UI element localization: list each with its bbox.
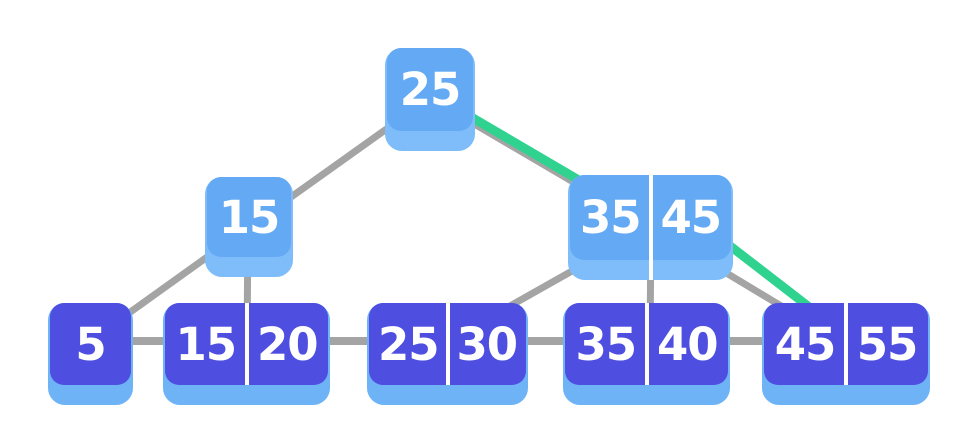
node-internal-right-key-0: 35 xyxy=(579,191,642,244)
node-leaf-1: 5 xyxy=(48,303,133,405)
node-leaf-3-key-0: 25 xyxy=(377,317,440,371)
node-leaf-5: 45 55 xyxy=(762,303,930,405)
node-root-body: 25 xyxy=(387,48,473,131)
node-leaf-2-key-0: 15 xyxy=(175,317,237,371)
node-internal-left: 15 xyxy=(205,177,293,277)
node-internal-right: 35 45 xyxy=(568,175,733,280)
node-leaf-3: 25 30 xyxy=(367,303,528,405)
node-root-key-0: 25 xyxy=(399,63,462,116)
node-leaf-4-key-1: 40 xyxy=(656,317,719,371)
node-leaf-2-key-1: 20 xyxy=(256,317,319,371)
node-leaf-1-body: 5 xyxy=(50,303,131,385)
node-leaf-4-key-0: 35 xyxy=(575,317,637,371)
node-leaf-5-key-1: 55 xyxy=(856,317,919,371)
node-leaf-3-key-1: 30 xyxy=(456,317,518,371)
key-divider xyxy=(644,303,649,385)
key-divider xyxy=(844,303,848,385)
node-leaf-5-key-0: 45 xyxy=(774,317,837,371)
node-root: 25 xyxy=(385,48,475,151)
key-divider xyxy=(445,303,450,385)
node-internal-left-key-0: 15 xyxy=(218,190,281,244)
node-leaf-2: 15 20 xyxy=(163,303,330,405)
node-internal-right-key-1: 45 xyxy=(660,191,722,244)
node-internal-left-body: 15 xyxy=(207,177,291,257)
node-leaf-1-key-0: 5 xyxy=(75,317,106,371)
key-divider xyxy=(244,303,249,385)
key-divider xyxy=(648,175,653,280)
node-leaf-4: 35 40 xyxy=(563,303,730,405)
